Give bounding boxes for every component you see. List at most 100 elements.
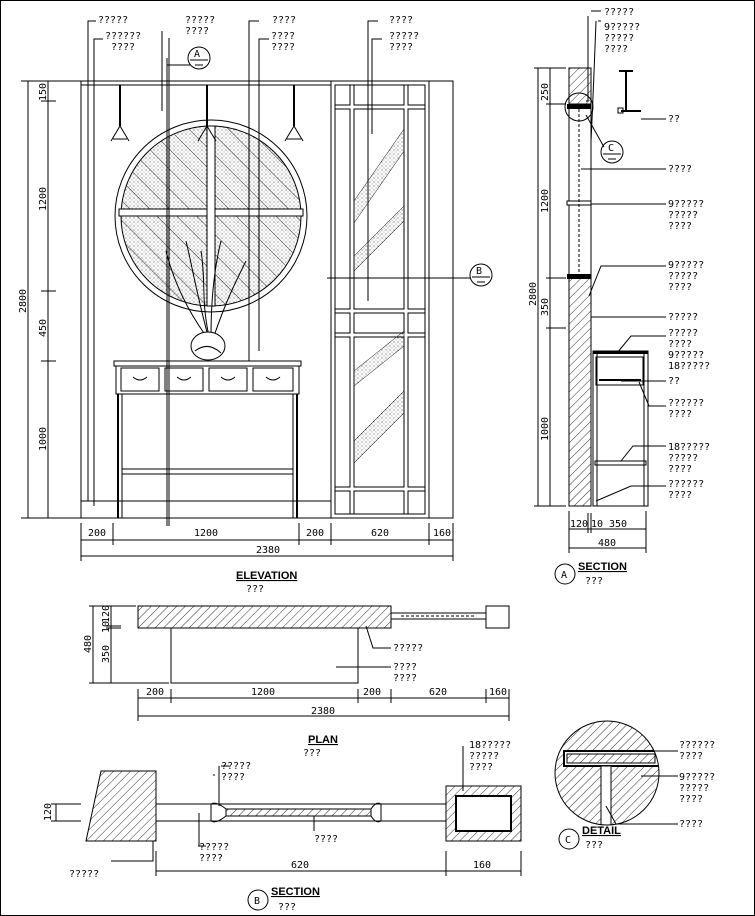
section-marker-a[interactable] [187, 46, 211, 70]
callout-label: ???? [271, 42, 295, 53]
dim-text: 200 [88, 528, 106, 539]
dim-text: 1000 [38, 427, 49, 451]
callout-label: ????? [679, 783, 709, 794]
callout-label: 18????? [668, 442, 710, 453]
callout-label: ???? [271, 31, 295, 42]
callout-label: 9????? [668, 199, 704, 210]
dim-text: 450 [38, 319, 49, 337]
skirting [80, 500, 332, 519]
dim-text: 200 [363, 687, 381, 698]
plan-horizontal-dimensions: 200 1200 200 620 160 2380 [137, 687, 510, 721]
callout-label: ???? [221, 772, 245, 783]
wall-plan [137, 605, 392, 629]
section-a-title: SECTION [578, 561, 627, 573]
dim-text: 2800 [528, 282, 539, 306]
callout-label: ???? [668, 409, 692, 420]
callout-label: ?????? [105, 31, 141, 42]
callout-label: ???? [668, 164, 692, 175]
callout-label: ?????? [668, 479, 704, 490]
elevation-subtitle: ??? [246, 584, 264, 595]
callout-label: ???? [604, 44, 628, 55]
callout-label: ???? [199, 853, 223, 864]
callout-label: ????? [668, 210, 698, 221]
callout-label: 9????? [604, 22, 640, 33]
section-marker-b-label: B [476, 266, 482, 277]
pendant-lamp [110, 84, 130, 142]
section-a-view: C ????? 9????? ????? ???? ?? ???? 9?????… [528, 7, 710, 587]
dim-text: 1200 [251, 687, 275, 698]
detail-c-marker [558, 828, 580, 850]
detail-subtitle: ??? [585, 840, 603, 851]
callout-label: ???? [679, 794, 703, 805]
section-b-marker [247, 889, 269, 911]
callout-label: 9????? [668, 260, 704, 271]
dim-text: 160 [489, 687, 507, 698]
callout-label: ???? [668, 221, 692, 232]
dim-text: 350 [101, 645, 112, 663]
dim-text: 200 [146, 687, 164, 698]
elevation-view: A B ????? ?????? ???? ????? ???? ???? ??… [18, 15, 493, 595]
callout-label: ????? [604, 33, 634, 44]
round-window [114, 119, 308, 313]
callout-label: ???? [389, 42, 413, 53]
dim-text: 10 [591, 519, 603, 530]
dim-text: 200 [306, 528, 324, 539]
callout-label: ????? [469, 751, 499, 762]
detail-marker-c-label: C [608, 143, 614, 154]
console-plan [170, 627, 359, 684]
pendant-lamp [197, 84, 217, 142]
dim-text: 250 [540, 83, 551, 101]
pendant-lamp [284, 84, 304, 142]
dim-text: 480 [598, 538, 616, 549]
callout-label: ?????? [668, 398, 704, 409]
drawer [252, 367, 294, 392]
elevation-horizontal-dimensions: 200 1200 200 620 160 2380 [80, 523, 454, 561]
section-b-title: SECTION [271, 886, 320, 898]
callout-label: ???? [668, 490, 692, 501]
callout-label: ????? [668, 453, 698, 464]
plan-title: PLAN [308, 734, 338, 746]
dim-text: 620 [371, 528, 389, 539]
callout-label: 9????? [668, 350, 704, 361]
callout-label: ???? [668, 282, 692, 293]
section-a-marker [554, 563, 576, 585]
dim-text: 150 [38, 83, 49, 101]
section-a-marker-label: A [561, 570, 567, 581]
dim-text: 120 [570, 519, 588, 530]
section-b-marker-label: B [254, 896, 260, 907]
callout-label: ?? [668, 376, 680, 387]
section-a-subtitle: ??? [585, 576, 603, 587]
callout-label: ???? [111, 42, 135, 53]
callout-label: ???? [679, 819, 703, 830]
drawer [120, 367, 160, 392]
section-marker-b[interactable] [469, 263, 493, 287]
cabinet-section [592, 350, 649, 507]
detail-marker-c[interactable] [600, 140, 624, 164]
callout-label: ????? [393, 643, 423, 654]
detail-c-marker-label: C [565, 835, 571, 846]
callout-label: ????? [668, 271, 698, 282]
callout-label: ???? [314, 834, 338, 845]
plan-view: ????? ???? ???? 120 10 350 480 200 1200 … [83, 605, 510, 759]
callout-label: 9????? [679, 772, 715, 783]
dim-text: 2380 [311, 706, 335, 717]
dim-text: 2800 [18, 289, 29, 313]
callout-label: ????? [668, 312, 698, 323]
callout-label: ?? [668, 114, 680, 125]
callout-label: ???? [393, 673, 417, 684]
callout-label: ???? [393, 662, 417, 673]
callout-label: ????? [185, 15, 215, 26]
plan-vertical-dimensions: 120 10 350 480 [83, 605, 169, 684]
callout-label: ???? [668, 464, 692, 475]
callout-label: ????? [69, 869, 99, 880]
dim-text: 160 [473, 860, 491, 871]
elevation-vertical-dimensions: 150 1200 450 1000 2800 [18, 80, 86, 519]
dim-text: 480 [83, 635, 94, 653]
section-b-view: ????? ???? 18????? ????? ???? ???? ?????… [43, 740, 522, 913]
callout-label: ????? [604, 7, 634, 18]
callout-label: ?????? [679, 740, 715, 751]
callout-label: ????? [199, 842, 229, 853]
callout-label: ????? [389, 31, 419, 42]
